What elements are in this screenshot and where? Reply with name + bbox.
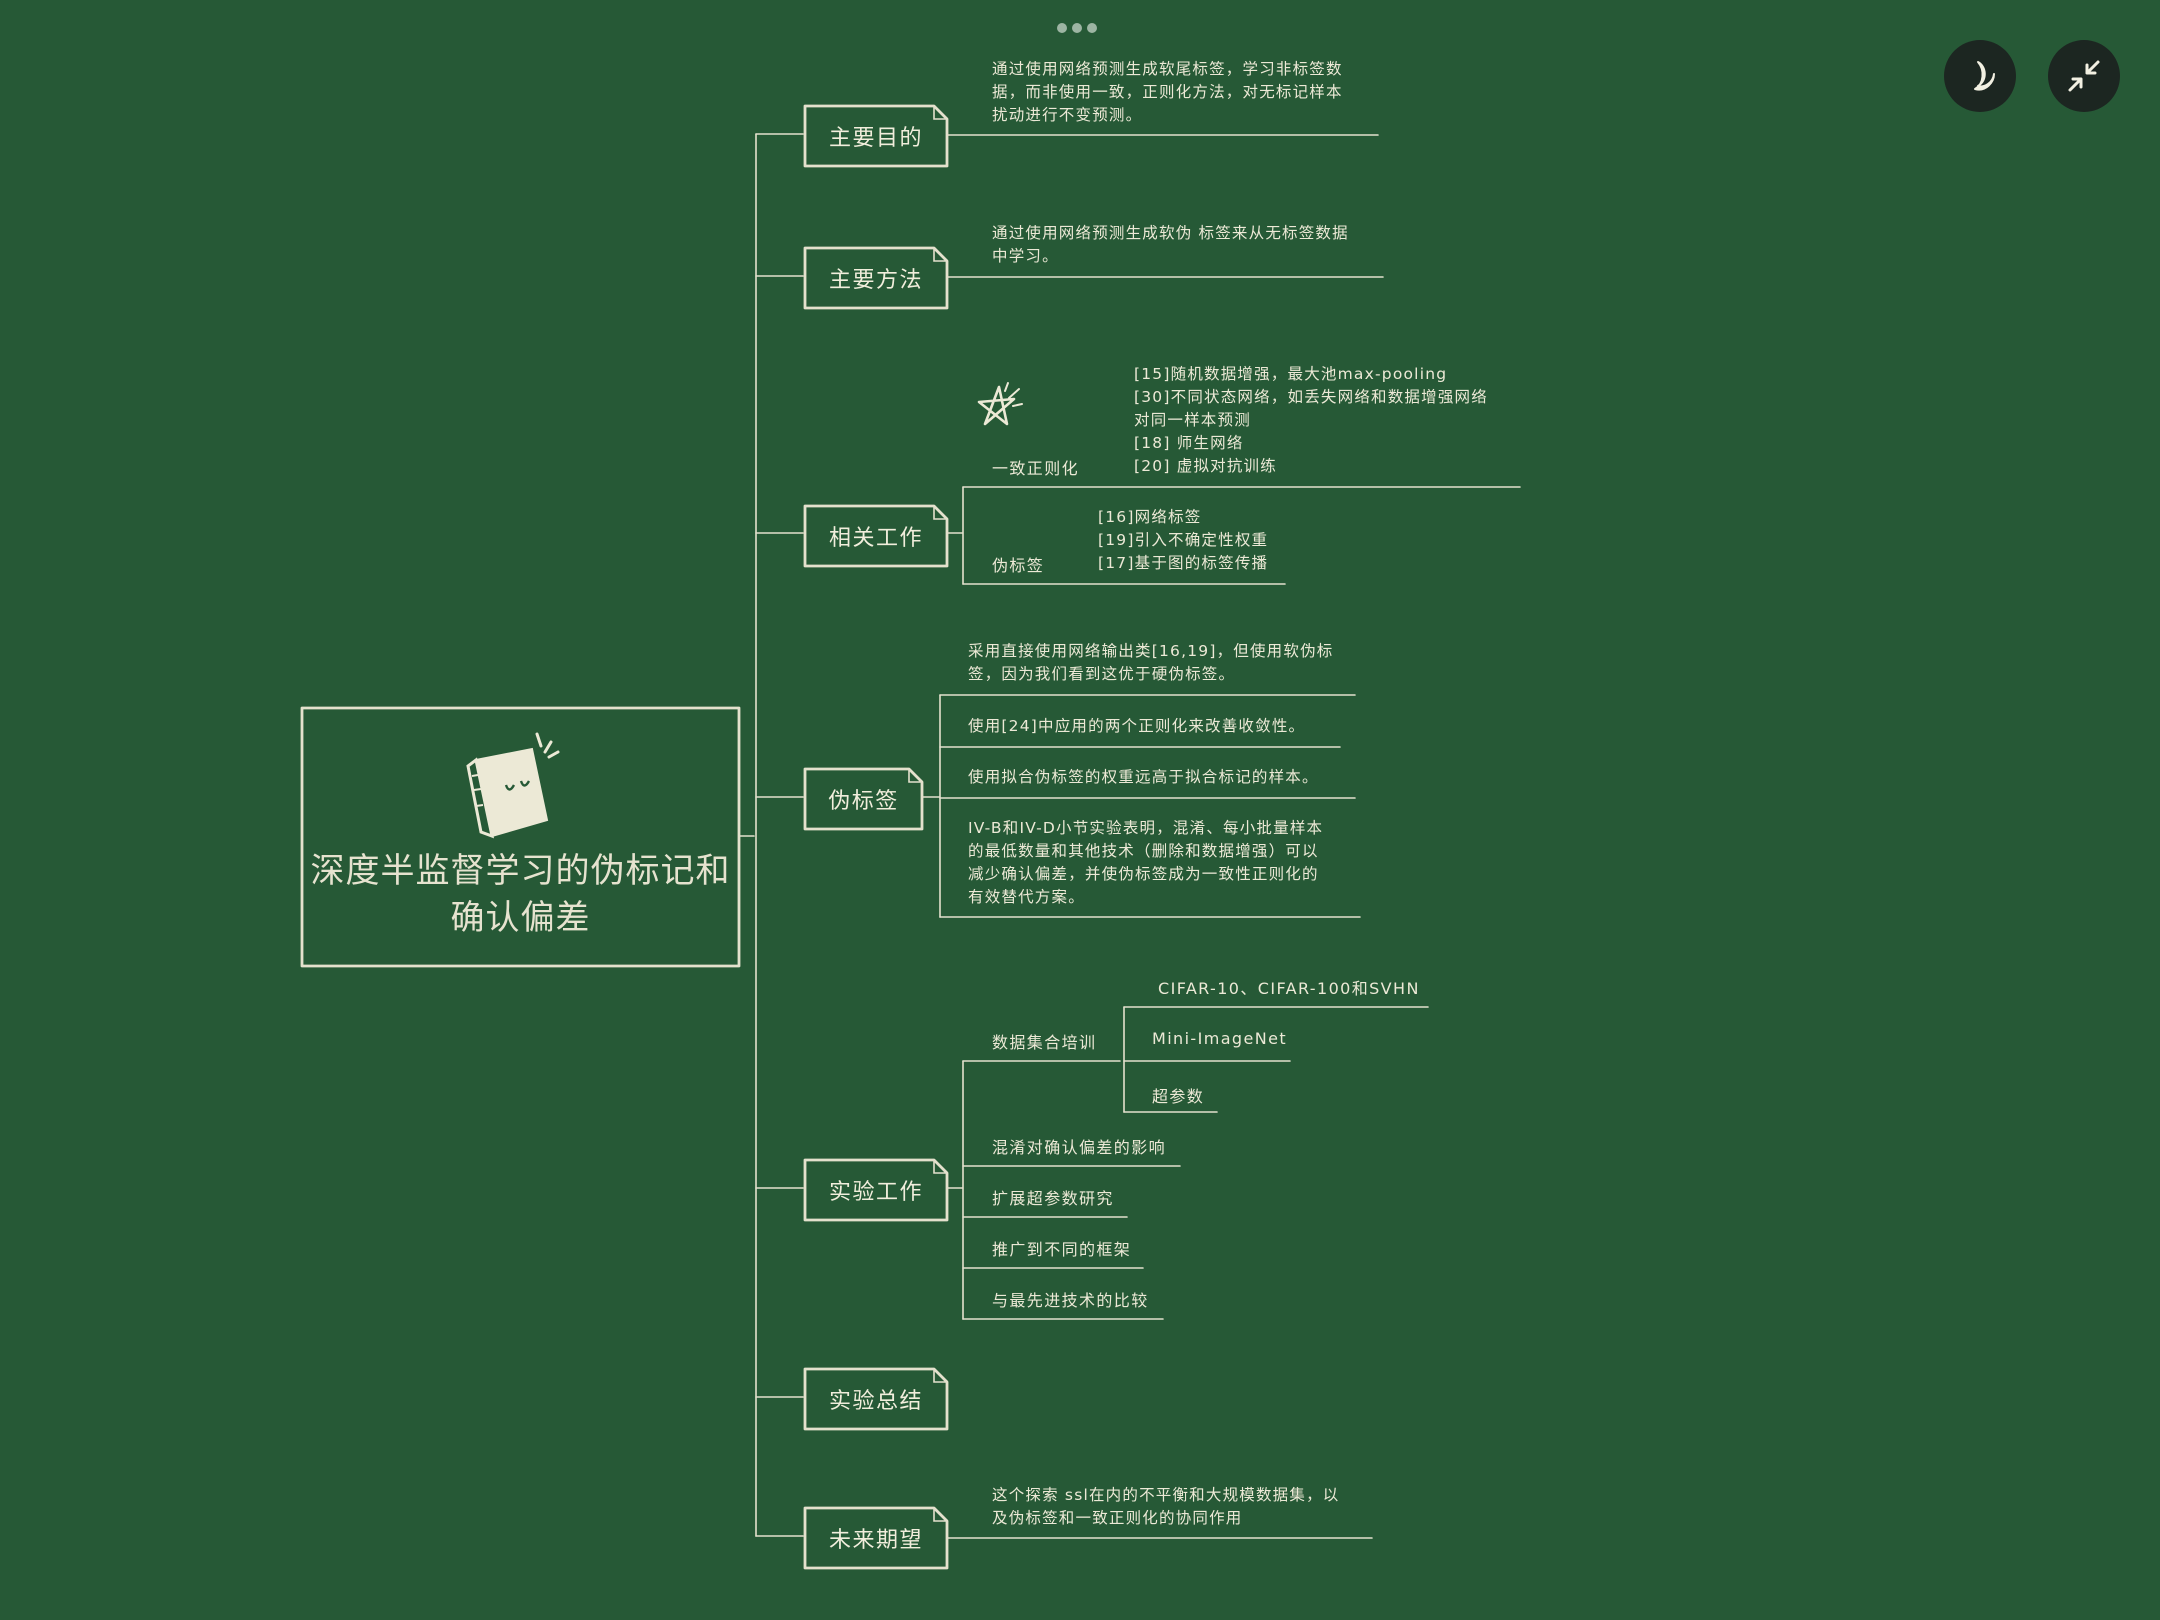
related-sub1-note: [15]随机数据增强，最大池max-pooling [30]不同状态网络，如丢失…	[1134, 365, 1488, 475]
node-label-pseudo: 伪标签	[828, 789, 899, 814]
node-box-related[interactable]	[803, 504, 949, 568]
node-box-pseudo[interactable]	[803, 767, 924, 831]
pseudo-item-1: 采用直接使用网络输出类[16,19]，但使用软伪标 签，因为我们看到这优于硬伪标…	[968, 642, 1334, 683]
related-sub2-label: 伪标签	[992, 556, 1045, 575]
node-label-summary: 实验总结	[828, 1389, 923, 1414]
experiment-item-4: 与最先进技术的比较	[992, 1291, 1149, 1310]
node-box-method[interactable]	[803, 246, 949, 310]
book-doodle-icon	[466, 732, 560, 839]
related-sub1-label: 一致正则化	[992, 459, 1080, 478]
purpose-note: 通过使用网络预测生成软尾标签，学习非标签数 据，而非使用一致，正则化方法，对无标…	[992, 60, 1343, 124]
moon-icon	[1974, 61, 1995, 91]
node-label-experiments: 实验工作	[828, 1180, 923, 1205]
node-box-summary[interactable]	[803, 1367, 949, 1431]
more-dots-icon[interactable]	[1057, 18, 1102, 37]
root-title: 深度半监督学习的伪标记和确认偏差	[310, 851, 731, 938]
star-doodle-icon	[977, 382, 1023, 426]
pseudo-item-3: 使用拟合伪标签的权重远高于拟合标记的样本。	[968, 768, 1319, 786]
collapse-icon	[2068, 60, 2100, 92]
dataset-item-1: CIFAR-10、CIFAR-100和SVHN	[1158, 979, 1420, 998]
method-note: 通过使用网络预测生成软伪 标签来从无标签数据 中学习。	[992, 224, 1349, 265]
pseudo-item-2: 使用[24]中应用的两个正则化来改善收敛性。	[968, 717, 1306, 735]
node-label-related: 相关工作	[828, 526, 923, 551]
pseudo-item-4: IV-B和IV-D小节实验表明，混淆、每小批量样本 的最低数量和其他技术（删除和…	[968, 819, 1324, 906]
node-box-experiments[interactable]	[803, 1158, 949, 1222]
dataset-item-3: 超参数	[1152, 1087, 1205, 1106]
collapse-button[interactable]	[2048, 40, 2120, 112]
node-box-future[interactable]	[803, 1506, 949, 1570]
experiment-item-3: 推广到不同的框架	[992, 1240, 1132, 1259]
node-label-purpose: 主要目的	[828, 126, 923, 151]
dataset-label: 数据集合培训	[992, 1033, 1097, 1052]
future-note: 这个探索 ssl在内的不平衡和大规模数据集，以 及伪标签和一致正则化的协同作用	[992, 1486, 1340, 1527]
experiment-item-2: 扩展超参数研究	[992, 1189, 1114, 1208]
experiment-item-1: 混淆对确认偏差的影响	[992, 1138, 1167, 1157]
root-box[interactable]	[300, 706, 741, 968]
node-label-method: 主要方法	[828, 268, 923, 293]
node-box-purpose[interactable]	[803, 104, 949, 168]
dataset-item-2: Mini-ImageNet	[1152, 1029, 1288, 1048]
node-label-future: 未来期望	[828, 1528, 923, 1553]
related-sub2-note: [16]网络标签 [19]引入不确定性权重 [17]基于图的标签传播	[1098, 508, 1269, 572]
theme-toggle-button[interactable]	[1944, 40, 2016, 112]
